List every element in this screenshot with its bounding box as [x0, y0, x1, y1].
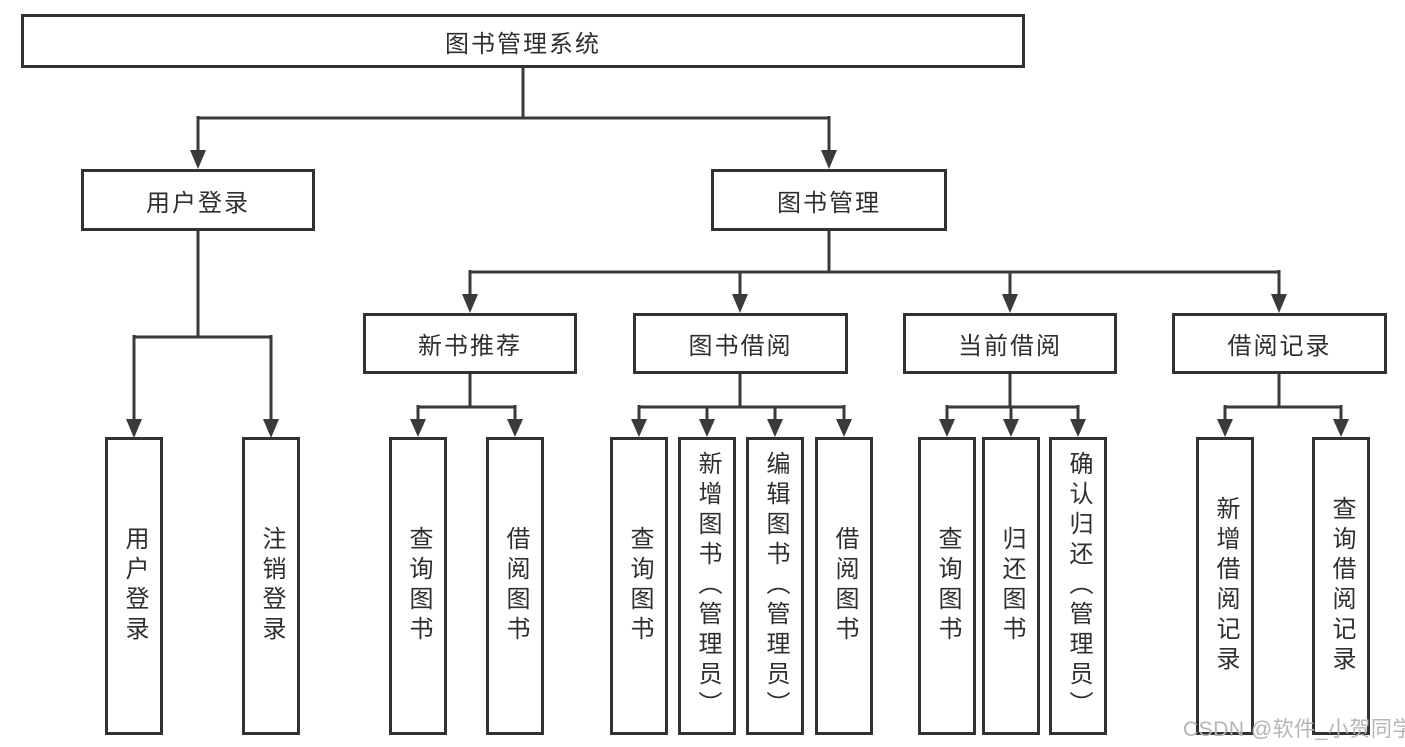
- leaf-query-books-recommend: 查询图书: [389, 437, 447, 735]
- node-borrowing-records: 借阅记录: [1172, 313, 1387, 374]
- leaf-confirm-return-admin: 确认归还（管理员）: [1049, 437, 1107, 735]
- arrowheads: [126, 150, 1349, 438]
- leaf-add-books-admin: 新增图书（管理员）: [678, 437, 736, 735]
- leaf-query-books-borrowing: 查询图书: [610, 437, 668, 735]
- node-book-management: 图书管理: [711, 169, 947, 231]
- leaf-return-books: 归还图书: [982, 437, 1040, 735]
- node-new-book-recommendation: 新书推荐: [363, 313, 577, 374]
- leaf-query-borrow-record: 查询借阅记录: [1312, 437, 1370, 735]
- leaf-user-login: 用户登录: [105, 437, 163, 735]
- leaf-add-borrow-record: 新增借阅记录: [1196, 437, 1254, 735]
- csdn-watermark: CSDN @软件_小贺同学: [1183, 718, 1405, 741]
- leaf-borrow-books-borrowing: 借阅图书: [815, 437, 873, 735]
- leaf-query-books-current: 查询图书: [918, 437, 976, 735]
- leaf-logout: 注销登录: [242, 437, 300, 735]
- leaf-borrow-books-recommend: 借阅图书: [486, 437, 544, 735]
- node-current-borrowing: 当前借阅: [903, 313, 1117, 374]
- node-book-borrowing: 图书借阅: [633, 313, 848, 374]
- leaf-edit-books-admin: 编辑图书（管理员）: [746, 437, 804, 735]
- node-user-login: 用户登录: [81, 169, 315, 231]
- node-library-management-system: 图书管理系统: [21, 14, 1025, 68]
